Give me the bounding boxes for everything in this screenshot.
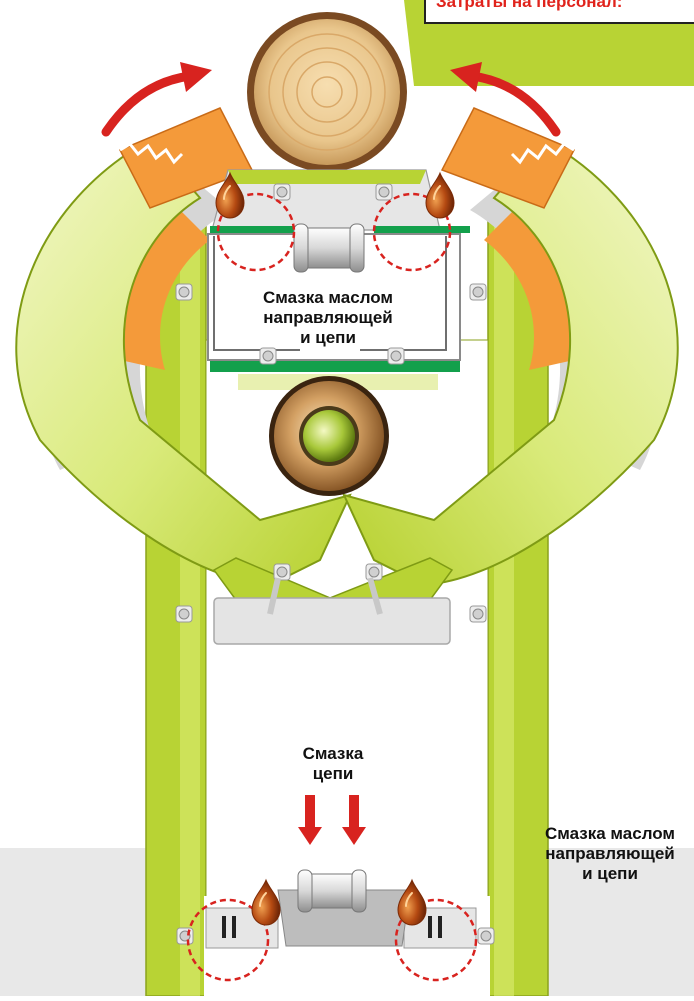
oil-drop-icon bbox=[425, 172, 455, 219]
left-gripper-arm bbox=[15, 107, 352, 587]
pulley-icon bbox=[269, 376, 389, 496]
curved-arrow-head-icon bbox=[180, 62, 212, 92]
personnel-cost-label: Затраты на персонал: bbox=[436, 0, 623, 11]
right-lubrication-label: Смазка маслом направляющей и цепи bbox=[545, 824, 675, 884]
curved-arrow-icon bbox=[467, 71, 561, 137]
upper-carriage bbox=[207, 169, 470, 390]
lubrication-point-lower-left bbox=[186, 898, 270, 982]
lower-bracket bbox=[212, 557, 454, 645]
curved-arrow-head-icon bbox=[450, 62, 482, 92]
lubrication-point-lower-right bbox=[394, 898, 478, 982]
personnel-cost-box: Затраты на персонал: bbox=[424, 0, 694, 24]
lubrication-point-right bbox=[372, 192, 452, 272]
chain-lubrication-label: Смазка цепи bbox=[302, 744, 364, 784]
log-icon bbox=[247, 12, 407, 172]
right-gripper-arm bbox=[342, 107, 679, 587]
lower-chain-roller bbox=[297, 869, 367, 913]
curved-arrow-icon bbox=[101, 71, 195, 137]
upper-chain-roller bbox=[293, 223, 365, 273]
upper-lubrication-label: Смазка маслом направляющей и цепи bbox=[263, 288, 393, 348]
down-arrow-icon bbox=[298, 795, 366, 845]
lubrication-point-left bbox=[216, 192, 296, 272]
